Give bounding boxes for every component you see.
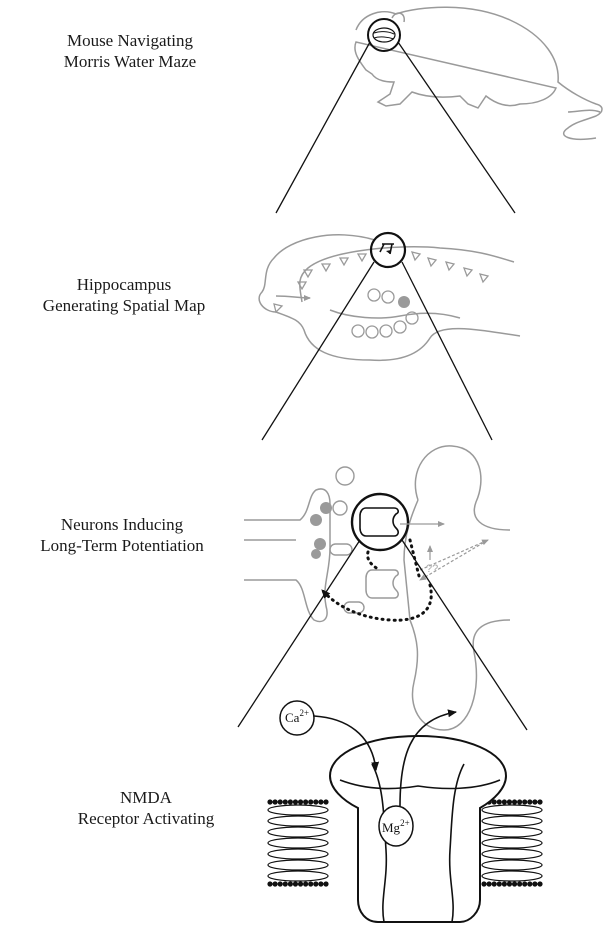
nmda-receptor-body [330,736,506,922]
zoom-line-right-3 [402,540,527,730]
active-cell-dot [398,296,410,308]
zoom-line-left-1 [276,42,370,213]
nmda-panel: Ca2+ Mg2+ [267,701,542,922]
lipid-tail [268,805,328,815]
lipid-head [272,881,277,886]
granule-cell-circles [352,289,418,338]
lipid-head [486,881,491,886]
lipid-head [293,881,298,886]
zoom-line-right-2 [402,262,492,440]
lipid-head [481,881,486,886]
mouse-outline [355,7,602,139]
lipid-head [313,799,318,804]
lipid-tail [482,827,542,837]
mouse-brain [373,28,395,42]
hippocampus-panel [259,233,520,440]
vesicle-open-1 [333,501,347,515]
lipid-head [308,881,313,886]
lipid-head [497,881,502,886]
receptor-bottom [366,570,398,598]
zoom-line-right-1 [398,42,515,213]
lipid-head [313,881,318,886]
calcium-ion-base: Ca [285,710,300,725]
dotted-arrow-to-presynaptic [368,552,380,570]
magnesium-ion-charge: 2+ [400,818,410,828]
lipid-head [512,799,517,804]
lipid-tail [268,827,328,837]
neurons-panel: ?? [238,446,527,730]
lipid-head [308,799,313,804]
lipid-tail [268,816,328,826]
lipid-head [278,881,283,886]
lipid-head [298,881,303,886]
lipid-tail [482,805,542,815]
lipid-head [303,799,308,804]
lipid-head [532,881,537,886]
calcium-ion-charge: 2+ [299,708,309,718]
lipid-head [283,799,288,804]
lipid-head [537,881,542,886]
lipid-head [318,799,323,804]
lipid-tail [268,838,328,848]
lipid-tail [482,871,542,881]
lipid-tail [268,849,328,859]
hippocampus-arrow-cell [380,244,394,254]
lipid-head [502,881,507,886]
vesicle-filled-2 [310,514,322,526]
hippocampus-zoom-circle [371,233,405,267]
mouse-ear [392,13,404,22]
lipid-tail [482,860,542,870]
lipid-head [323,799,328,804]
vesicle-filled-3 [314,538,326,550]
lipid-head [527,799,532,804]
zoom-line-left-3 [238,540,360,727]
receptor-top [360,508,398,536]
lipid-head [293,799,298,804]
lipid-head [267,881,272,886]
lipid-head [537,799,542,804]
lipid-head [267,799,272,804]
lipid-head [517,799,522,804]
lipid-head [272,799,277,804]
lipid-head [497,799,502,804]
lipid-head [522,881,527,886]
unknown-pathway-annotation: ?? [426,563,438,575]
vesicle-filled-1 [320,502,332,514]
lipid-head [278,799,283,804]
postsynaptic-dendrite [404,446,510,730]
vesicle-filled-4 [311,549,321,559]
place-cell-triangles [274,252,488,312]
vesicle-capsule-1 [330,544,352,555]
lipid-head [527,881,532,886]
lipid-head [507,881,512,886]
lipid-head [517,881,522,886]
lipid-head [512,881,517,886]
lipid-head [303,881,308,886]
hippocampus-arrow-path [276,296,310,298]
lipid-head [522,799,527,804]
magnesium-ion-base: Mg [382,820,401,835]
lipid-head [298,799,303,804]
lipid-head [288,881,293,886]
lipid-head [318,881,323,886]
lipid-tail [482,816,542,826]
lipid-head [288,799,293,804]
lipid-head [507,799,512,804]
membrane-right [481,799,542,886]
lipid-tail [482,838,542,848]
membrane-left [267,799,328,886]
lipid-tail [268,871,328,881]
vesicle-small-top [336,467,354,485]
lipid-head [323,881,328,886]
lipid-head [502,799,507,804]
zoom-line-left-2 [262,262,374,440]
lipid-head [283,881,288,886]
lipid-head [492,881,497,886]
mouse-panel [276,7,602,213]
lipid-head [532,799,537,804]
lipid-tail [482,849,542,859]
lipid-tail [268,860,328,870]
mouse-brain-fold [374,32,394,39]
